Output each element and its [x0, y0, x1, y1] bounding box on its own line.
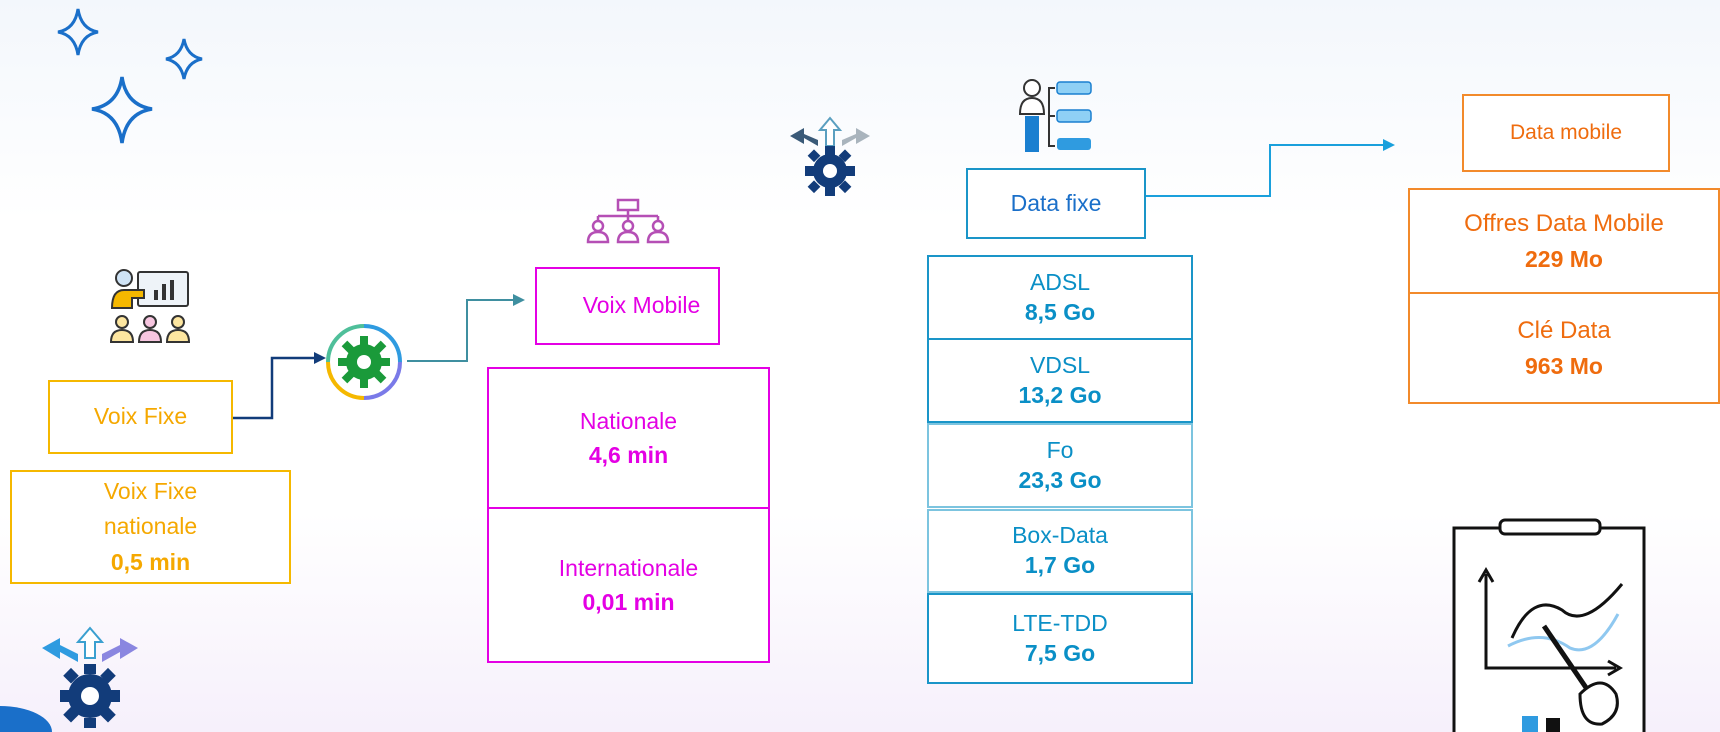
data-fixe-vdsl-value: 13,2 Go: [1018, 381, 1102, 408]
voix-fixe-title: Voix Fixe: [93, 403, 188, 430]
data-fixe-fo-box: Fo 23,3 Go: [927, 423, 1193, 508]
voix-mobile-internationale-value: 0,01 min: [582, 589, 675, 615]
data-fixe-adsl-box: ADSL 8,5 Go: [927, 255, 1193, 340]
data-mobile-cle-box: Clé Data 963 Mo: [1408, 292, 1720, 404]
data-fixe-header: Data fixe: [966, 168, 1146, 239]
user-list-icon: [1018, 79, 1092, 152]
data-fixe-adsl-label: ADSL: [1029, 268, 1091, 295]
data-mobile-offres-box: Offres Data Mobile 229 Mo: [1408, 188, 1720, 294]
connector-voix-fixe: [233, 352, 326, 420]
data-fixe-title: Data fixe: [1010, 189, 1102, 216]
chart-clipboard-icon: [1452, 518, 1646, 732]
data-mobile-cle-label: Clé Data: [1517, 316, 1611, 344]
data-fixe-vdsl-box: VDSL 13,2 Go: [927, 338, 1193, 423]
data-fixe-lte-tdd-label: LTE-TDD: [1012, 609, 1108, 636]
data-fixe-vdsl-label: VDSL: [1029, 351, 1091, 378]
data-mobile-cle-value: 963 Mo: [1525, 352, 1603, 379]
data-fixe-lte-tdd-box: LTE-TDD 7,5 Go: [927, 593, 1193, 684]
sparkle-icon: [57, 8, 203, 144]
voix-mobile-nationale-box: Nationale 4,6 min: [487, 367, 770, 509]
voix-mobile-header: Voix Mobile: [535, 267, 720, 345]
voix-mobile-title: Voix Mobile: [582, 292, 701, 319]
voix-mobile-nationale-label: Nationale: [579, 407, 678, 434]
data-fixe-box-data-box: Box-Data 1,7 Go: [927, 509, 1193, 593]
connector-data-mobile: [1146, 139, 1395, 197]
data-fixe-box-data-value: 1,7 Go: [1024, 552, 1096, 578]
connector-voix-mobile: [407, 294, 525, 362]
team-hierarchy-icon: [586, 198, 670, 244]
data-mobile-offres-value: 229 Mo: [1525, 245, 1603, 272]
voix-fixe-nationale-label: Voix Fixe nationale: [103, 477, 198, 540]
voix-mobile-nationale-value: 4,6 min: [588, 442, 669, 468]
data-fixe-box-data-label: Box-Data: [1012, 522, 1108, 549]
gear-arrows-icon: [790, 116, 870, 196]
voix-mobile-internationale-box: Internationale 0,01 min: [487, 507, 770, 663]
voix-fixe-nationale-box: Voix Fixe nationale 0,5 min: [10, 470, 291, 584]
data-mobile-header: Data mobile: [1462, 94, 1670, 172]
voix-fixe-nationale-value: 0,5 min: [110, 548, 191, 575]
voix-mobile-internationale-label: Internationale: [558, 554, 699, 581]
gear-cycle-icon: [326, 324, 402, 400]
data-fixe-fo-label: Fo: [1046, 436, 1074, 463]
gear-arrows-icon: [42, 626, 138, 728]
data-mobile-offres-label: Offres Data Mobile: [1464, 209, 1664, 237]
data-fixe-fo-value: 23,3 Go: [1018, 466, 1102, 493]
data-fixe-adsl-value: 8,5 Go: [1024, 298, 1096, 325]
data-mobile-title: Data mobile: [1509, 121, 1623, 144]
voix-fixe-header: Voix Fixe: [48, 380, 233, 454]
presentation-icon: [109, 269, 191, 343]
data-fixe-lte-tdd-value: 7,5 Go: [1024, 639, 1096, 666]
